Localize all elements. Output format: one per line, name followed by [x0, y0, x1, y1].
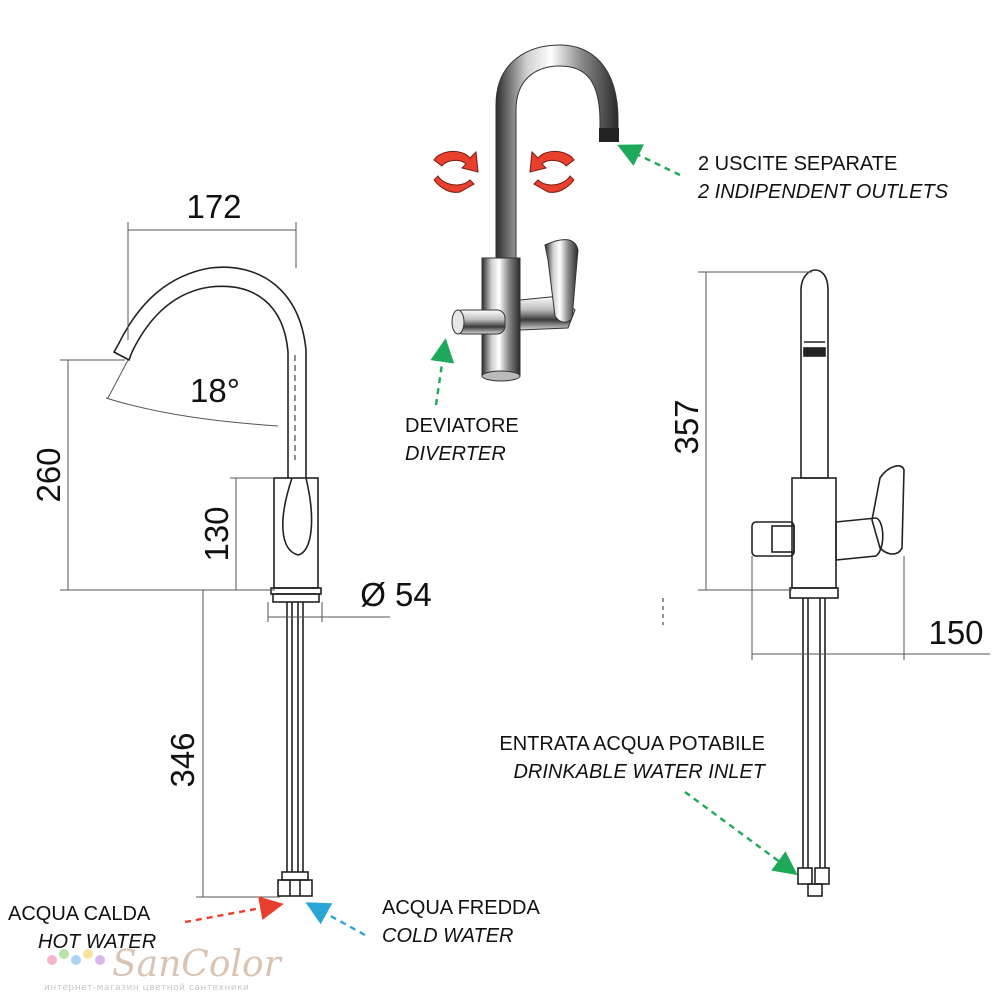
- faucet-render: [451, 44, 619, 382]
- annotation-arrows: [184, 144, 798, 937]
- dim-angle: 18°: [190, 372, 240, 409]
- label-cold-en: COLD WATER: [382, 925, 514, 947]
- dim-pipe-length: 346: [164, 732, 201, 787]
- label-cold-it: ACQUA FREDDA: [382, 897, 540, 919]
- label-diverter-it: DEVIATORE: [405, 415, 519, 437]
- right-dimension-lines: [698, 271, 990, 660]
- watermark-brand: SanColor: [112, 944, 283, 985]
- dim-spout-height: 260: [30, 447, 67, 502]
- dim-base-diameter: Ø 54: [360, 576, 432, 613]
- dim-body-height: 130: [198, 506, 235, 561]
- label-hot-it: ACQUA CALDA: [8, 903, 151, 925]
- label-water-inlet-it: ENTRATA ACQUA POTABILE: [499, 733, 765, 755]
- rotation-arrows: [433, 150, 575, 193]
- label-outlets-it: 2 USCITE SEPARATE: [698, 153, 897, 175]
- front-view-right: [662, 269, 905, 897]
- label-diverter-en: DIVERTER: [405, 443, 506, 465]
- dim-total-height: 357: [668, 399, 705, 454]
- side-view-left: [112, 266, 322, 897]
- dim-depth: 150: [928, 614, 983, 651]
- label-outlets-en: 2 INDIPENDENT OUTLETS: [697, 181, 949, 203]
- label-water-inlet-en: DRINKABLE WATER INLET: [513, 761, 766, 783]
- left-dimension-lines: [60, 222, 390, 898]
- watermark-logo: SanColor интернет-магазин цветной сантех…: [44, 944, 283, 993]
- label-hot-en: HOT WATER: [38, 931, 156, 953]
- dim-spout-reach: 172: [186, 188, 241, 225]
- watermark-tagline: интернет-магазин цветной сантехники: [44, 983, 249, 993]
